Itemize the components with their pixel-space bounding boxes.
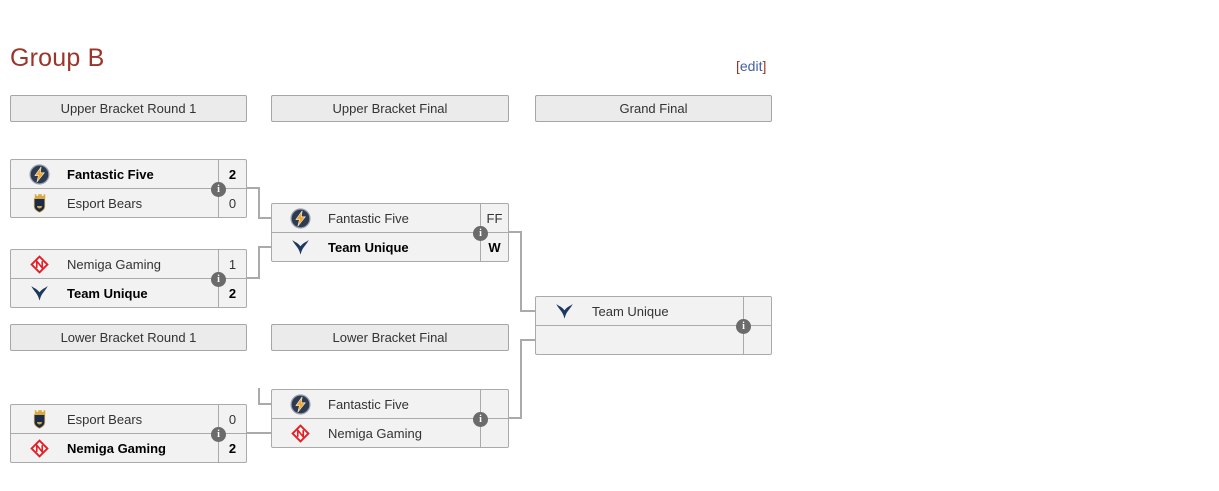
score-cell: 0 [218,189,246,217]
score-cell: 1 [218,250,246,278]
team-name[interactable]: Nemiga Gaming [67,256,161,272]
header-upper-bracket-round1: Upper Bracket Round 1 [10,95,247,122]
connector-line [520,310,535,312]
connector-line [258,403,271,405]
edit-link[interactable]: [edit] [736,58,766,74]
connector-line [247,187,260,189]
team-row: Esport Bears 0 [11,189,246,217]
team-name[interactable]: Esport Bears [67,195,143,211]
match-lower-final: Fantastic Five Nemiga Gaming i [271,389,509,448]
team-name[interactable]: Team Unique [328,239,409,255]
edit-bracket-close: ] [762,58,767,74]
score-cell: 2 [218,160,246,188]
score-cell: 0 [218,405,246,433]
team-unique-logo-icon[interactable] [536,297,592,325]
score-cell: FF [480,204,508,232]
page-title: Group B [10,44,105,72]
match-upper-round1-1: Fantastic Five 2 Esport Bears 0 i [10,159,247,218]
header-lower-bracket-final: Lower Bracket Final [271,324,509,351]
score-cell: 2 [218,279,246,307]
connector-line [520,339,522,419]
esport-bears-logo-icon[interactable] [11,189,67,217]
header-lower-bracket-round1: Lower Bracket Round 1 [10,324,247,351]
connector-line [520,339,535,341]
team-name[interactable]: Nemiga Gaming [328,425,422,441]
score-cell [480,419,508,447]
info-icon[interactable]: i [736,319,751,334]
info-icon[interactable]: i [473,412,488,427]
connector-line [258,187,260,219]
fantastic-five-logo-icon[interactable] [272,390,328,418]
team-row: Team Unique W [272,233,508,261]
fantastic-five-logo-icon[interactable] [11,160,67,188]
team-name [592,326,743,354]
team-row: Nemiga Gaming 2 [11,434,246,462]
edit-bracket-open: [ [736,58,740,74]
team-row: Fantastic Five 2 [11,160,246,189]
team-name[interactable]: Fantastic Five [67,166,154,182]
esport-bears-logo-icon[interactable] [11,405,67,433]
info-icon[interactable]: i [473,226,488,241]
connector-line [258,246,260,279]
nemiga-gaming-logo-icon[interactable] [11,434,67,462]
nemiga-gaming-logo-icon[interactable] [11,250,67,278]
team-unique-logo-icon[interactable] [11,279,67,307]
team-row: Team Unique 2 [11,279,246,307]
score-cell: W [480,233,508,261]
connector-line [509,417,522,419]
team-name[interactable]: Esport Bears [67,411,143,427]
connector-line [509,231,522,233]
team-row: Fantastic Five FF [272,204,508,233]
team-unique-logo-icon[interactable] [272,233,328,261]
fantastic-five-logo-icon[interactable] [272,204,328,232]
team-name[interactable]: Fantastic Five [328,210,409,226]
empty-logo-slot [536,326,592,354]
match-upper-round1-2: Nemiga Gaming 1 Team Unique 2 i [10,249,247,308]
connector-line [258,388,260,405]
nemiga-gaming-logo-icon[interactable] [272,419,328,447]
team-row: Team Unique [536,297,771,326]
header-grand-final: Grand Final [535,95,772,122]
edit-label[interactable]: edit [739,58,763,74]
connector-line [247,432,271,434]
score-cell [743,326,771,354]
team-row: Nemiga Gaming [272,419,508,447]
connector-line [520,231,522,312]
info-icon[interactable]: i [211,427,226,442]
connector-line [258,246,271,248]
header-upper-bracket-final: Upper Bracket Final [271,95,509,122]
score-cell [743,297,771,325]
connector-line [258,217,271,219]
team-row: Fantastic Five [272,390,508,419]
info-icon[interactable]: i [211,182,226,197]
match-lower-round1: Esport Bears 0 Nemiga Gaming 2 i [10,404,247,463]
team-row: Nemiga Gaming 1 [11,250,246,279]
score-cell: 2 [218,434,246,462]
match-grand-final: Team Unique i [535,296,772,355]
connector-line [247,277,260,279]
team-row: Esport Bears 0 [11,405,246,434]
team-name[interactable]: Nemiga Gaming [67,440,166,456]
team-name[interactable]: Team Unique [67,285,148,301]
match-upper-final: Fantastic Five FF Team Unique W i [271,203,509,262]
info-icon[interactable]: i [211,272,226,287]
score-cell [480,390,508,418]
team-name[interactable]: Team Unique [592,303,669,319]
team-row [536,326,771,354]
team-name[interactable]: Fantastic Five [328,396,409,412]
